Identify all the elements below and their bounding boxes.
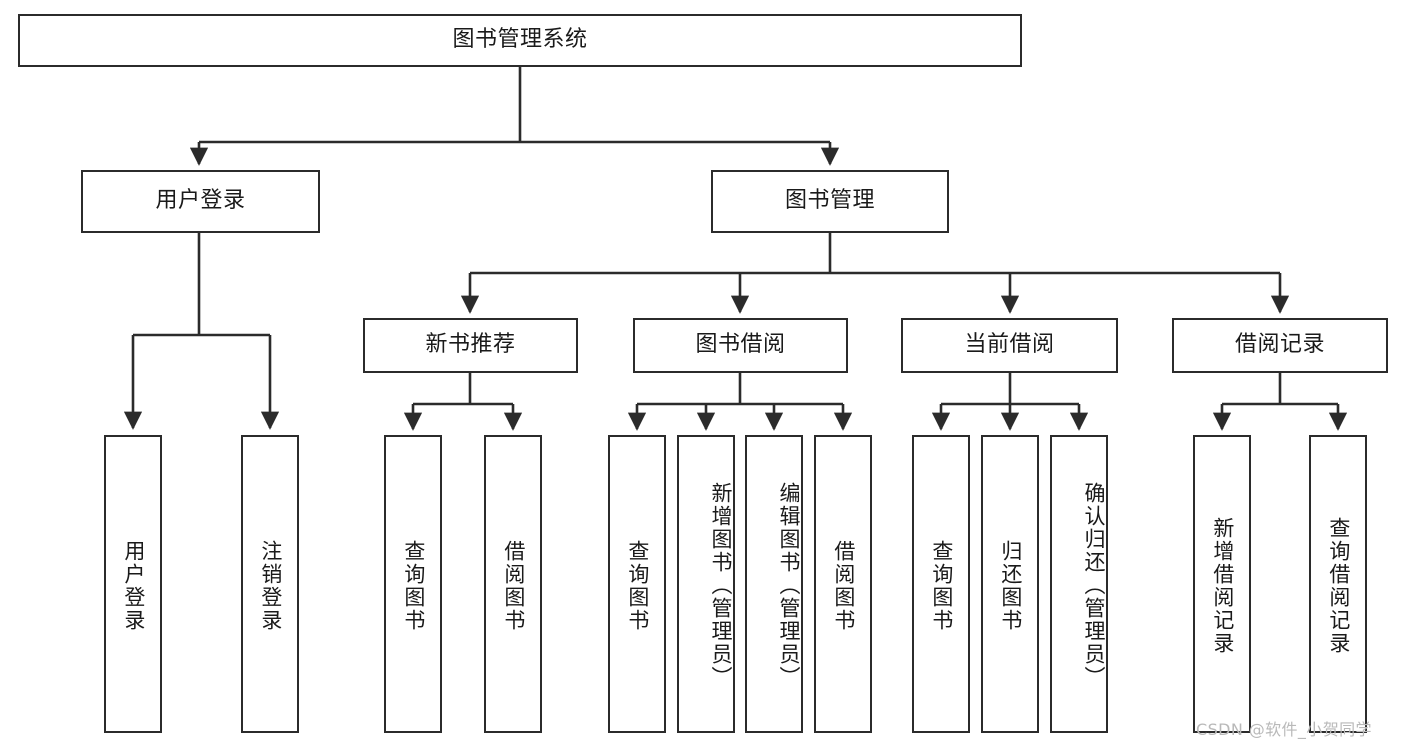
node-book-management-label: 图书管理 (784, 188, 875, 214)
node-new-book-recommend[interactable]: 新书推荐 (363, 318, 578, 373)
leaf-query-book-1[interactable]: 查询图书 (384, 435, 442, 733)
node-user-login[interactable]: 用户登录 (81, 170, 320, 233)
leaf-query-book-1-label: 查询图书 (401, 540, 426, 632)
leaf-edit-book[interactable]: 编辑图书（管理员） (745, 435, 803, 733)
node-book-borrow[interactable]: 图书借阅 (633, 318, 848, 373)
leaf-add-book[interactable]: 新增图书（管理员） (677, 435, 735, 733)
node-current-borrow[interactable]: 当前借阅 (901, 318, 1118, 373)
leaf-add-record-label: 新增借阅记录 (1210, 517, 1235, 655)
csdn-watermark: CSDN @软件_小贺同学 (1196, 720, 1372, 739)
node-book-management[interactable]: 图书管理 (711, 170, 949, 233)
leaf-borrow-book-1[interactable]: 借阅图书 (484, 435, 542, 733)
leaf-borrow-book-2[interactable]: 借阅图书 (814, 435, 872, 733)
leaf-confirm-return-label: 确认归还（管理员） (1082, 482, 1106, 689)
leaf-user-login[interactable]: 用户登录 (104, 435, 162, 733)
leaf-user-login-label: 用户登录 (121, 540, 146, 632)
leaf-query-book-3[interactable]: 查询图书 (912, 435, 970, 733)
leaf-return-book-label: 归还图书 (998, 540, 1023, 632)
node-borrow-record-label: 借阅记录 (1234, 332, 1325, 358)
node-user-login-label: 用户登录 (155, 188, 246, 214)
leaf-query-record-label: 查询借阅记录 (1326, 517, 1351, 655)
node-borrow-record[interactable]: 借阅记录 (1172, 318, 1388, 373)
leaf-edit-book-label: 编辑图书（管理员） (777, 482, 801, 689)
leaf-add-record[interactable]: 新增借阅记录 (1193, 435, 1251, 733)
leaf-user-logout-label: 注销登录 (258, 540, 283, 632)
node-root[interactable]: 图书管理系统 (18, 14, 1022, 67)
leaf-query-book-2[interactable]: 查询图书 (608, 435, 666, 733)
node-book-borrow-label: 图书借阅 (695, 332, 786, 358)
node-root-label: 图书管理系统 (452, 27, 588, 53)
leaf-query-record[interactable]: 查询借阅记录 (1309, 435, 1367, 733)
leaf-confirm-return[interactable]: 确认归还（管理员） (1050, 435, 1108, 733)
node-new-book-recommend-label: 新书推荐 (425, 332, 516, 358)
leaf-query-book-2-label: 查询图书 (625, 540, 650, 632)
node-current-borrow-label: 当前借阅 (964, 332, 1055, 358)
leaf-return-book[interactable]: 归还图书 (981, 435, 1039, 733)
leaf-query-book-3-label: 查询图书 (929, 540, 954, 632)
leaf-user-logout[interactable]: 注销登录 (241, 435, 299, 733)
leaf-borrow-book-1-label: 借阅图书 (501, 540, 526, 632)
leaf-borrow-book-2-label: 借阅图书 (831, 540, 856, 632)
leaf-add-book-label: 新增图书（管理员） (709, 482, 733, 689)
